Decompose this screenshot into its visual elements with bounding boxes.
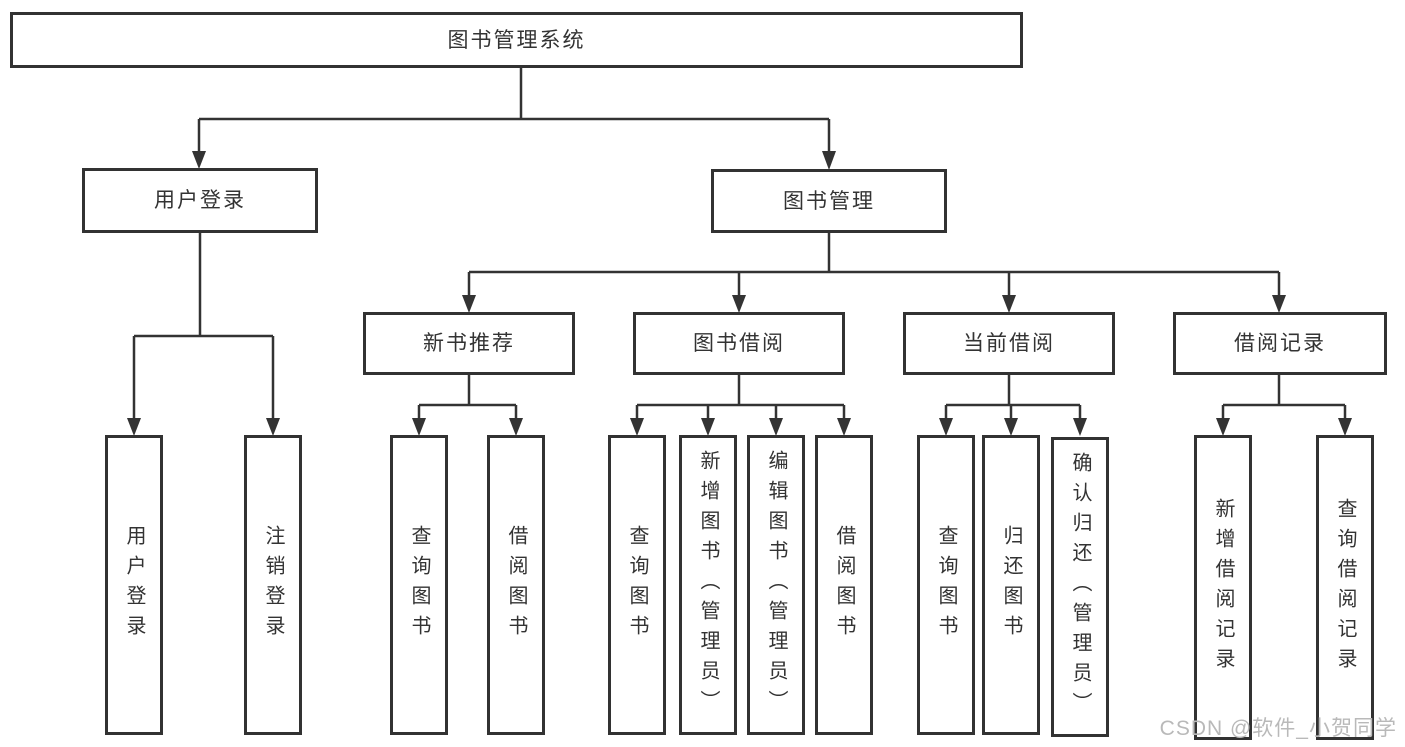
connector-book-management-branch	[467, 233, 1281, 299]
arrowhead-group	[127, 151, 1352, 436]
arrow-down-icon	[266, 418, 280, 436]
csdn-watermark: CSDN @软件_小贺同学	[1159, 717, 1397, 740]
node-library-management-system: 图书管理系统	[10, 12, 1023, 68]
connector-new-book-split	[417, 375, 518, 421]
node-label: 查询借阅记录	[1334, 497, 1356, 678]
node-label: 借阅记录	[1234, 332, 1326, 355]
arrow-down-icon	[701, 418, 715, 436]
node-label: 查询图书	[408, 525, 430, 645]
node-label: 借阅图书	[833, 525, 855, 645]
arrow-down-icon	[630, 418, 644, 436]
node-label: 编辑图书（管理员）	[765, 450, 787, 720]
arrow-down-icon	[509, 418, 523, 436]
node-current-borrowing: 当前借阅	[903, 312, 1115, 375]
node-label: 新增图书（管理员）	[697, 450, 719, 720]
node-logout: 注销登录	[244, 435, 302, 735]
connector-root-branch	[197, 68, 831, 155]
node-label: 新书推荐	[423, 332, 515, 355]
arrow-down-icon	[192, 151, 206, 169]
connector-current-borrow-split	[944, 375, 1082, 421]
node-borrow-books: 借阅图书	[815, 435, 873, 735]
node-new-book-recommendation: 新书推荐	[363, 312, 575, 375]
node-query-books-current: 查询图书	[917, 435, 975, 735]
node-book-borrowing: 图书借阅	[633, 312, 845, 375]
node-label: 借阅图书	[505, 525, 527, 645]
connector-line-group	[132, 68, 1347, 421]
node-label: 注销登录	[262, 525, 284, 645]
node-label: 新增借阅记录	[1212, 497, 1234, 678]
arrow-down-icon	[939, 418, 953, 436]
node-label: 用户登录	[154, 189, 246, 212]
arrow-down-icon	[1216, 418, 1230, 436]
arrow-down-icon	[837, 418, 851, 436]
node-return-books: 归还图书	[982, 435, 1040, 735]
node-query-books-borrowing: 查询图书	[608, 435, 666, 735]
arrow-down-icon	[462, 295, 476, 313]
node-query-borrow-record: 查询借阅记录	[1316, 435, 1374, 740]
node-label: 图书管理系统	[447, 28, 586, 52]
arrow-down-icon	[1073, 418, 1087, 436]
arrow-down-icon	[1338, 418, 1352, 436]
node-label: 查询图书	[626, 525, 648, 645]
node-borrowing-records: 借阅记录	[1173, 312, 1387, 375]
arrow-down-icon	[822, 151, 836, 170]
node-label: 图书借阅	[693, 332, 785, 355]
connector-borrow-record-split	[1221, 375, 1347, 421]
node-label: 图书管理	[783, 189, 875, 213]
node-edit-book-admin: 编辑图书（管理员）	[747, 435, 805, 735]
arrow-down-icon	[412, 418, 426, 436]
arrow-down-icon	[1004, 418, 1018, 436]
node-add-book-admin: 新增图书（管理员）	[679, 435, 737, 735]
node-user-login: 用户登录	[105, 435, 163, 735]
node-user-login-branch: 用户登录	[82, 168, 318, 233]
arrow-down-icon	[1272, 295, 1286, 313]
node-borrow-books-recommend: 借阅图书	[487, 435, 545, 735]
node-label: 用户登录	[123, 525, 145, 645]
node-label: 当前借阅	[963, 332, 1055, 355]
connector-book-borrow-split	[635, 375, 846, 421]
arrow-down-icon	[1002, 295, 1016, 313]
node-label: 确认归还（管理员）	[1069, 452, 1091, 722]
node-query-books-recommend: 查询图书	[390, 435, 448, 735]
arrow-down-icon	[769, 418, 783, 436]
node-confirm-return-admin: 确认归还（管理员）	[1051, 437, 1109, 737]
node-label: 查询图书	[935, 525, 957, 645]
node-label: 归还图书	[1000, 525, 1022, 645]
connector-user-login-branch	[132, 233, 275, 421]
arrow-down-icon	[732, 295, 746, 313]
arrow-down-icon	[127, 418, 141, 436]
node-add-borrow-record: 新增借阅记录	[1194, 435, 1252, 740]
node-book-management-branch: 图书管理	[711, 169, 947, 233]
